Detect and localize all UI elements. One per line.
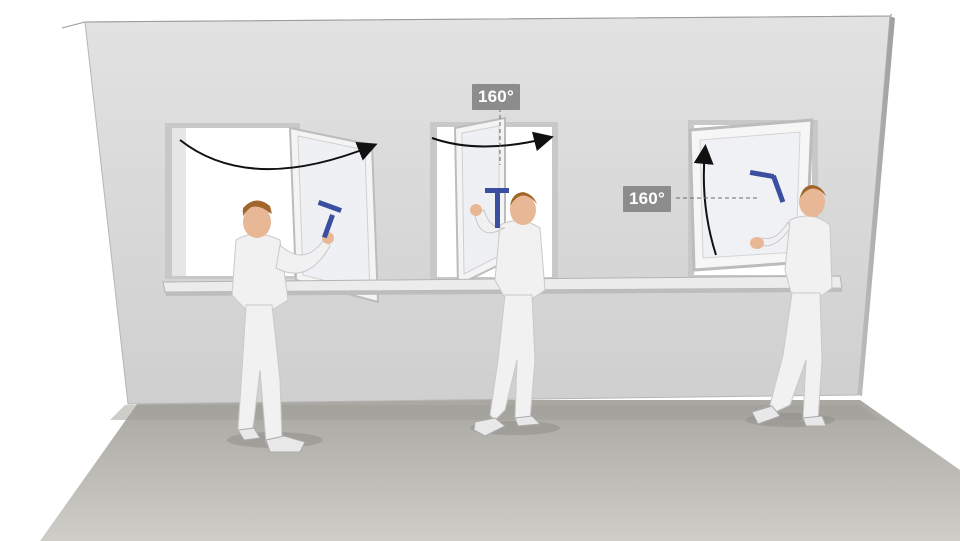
angle-label-center: 160° [472, 84, 520, 110]
angle-label-right: 160° [623, 186, 671, 212]
